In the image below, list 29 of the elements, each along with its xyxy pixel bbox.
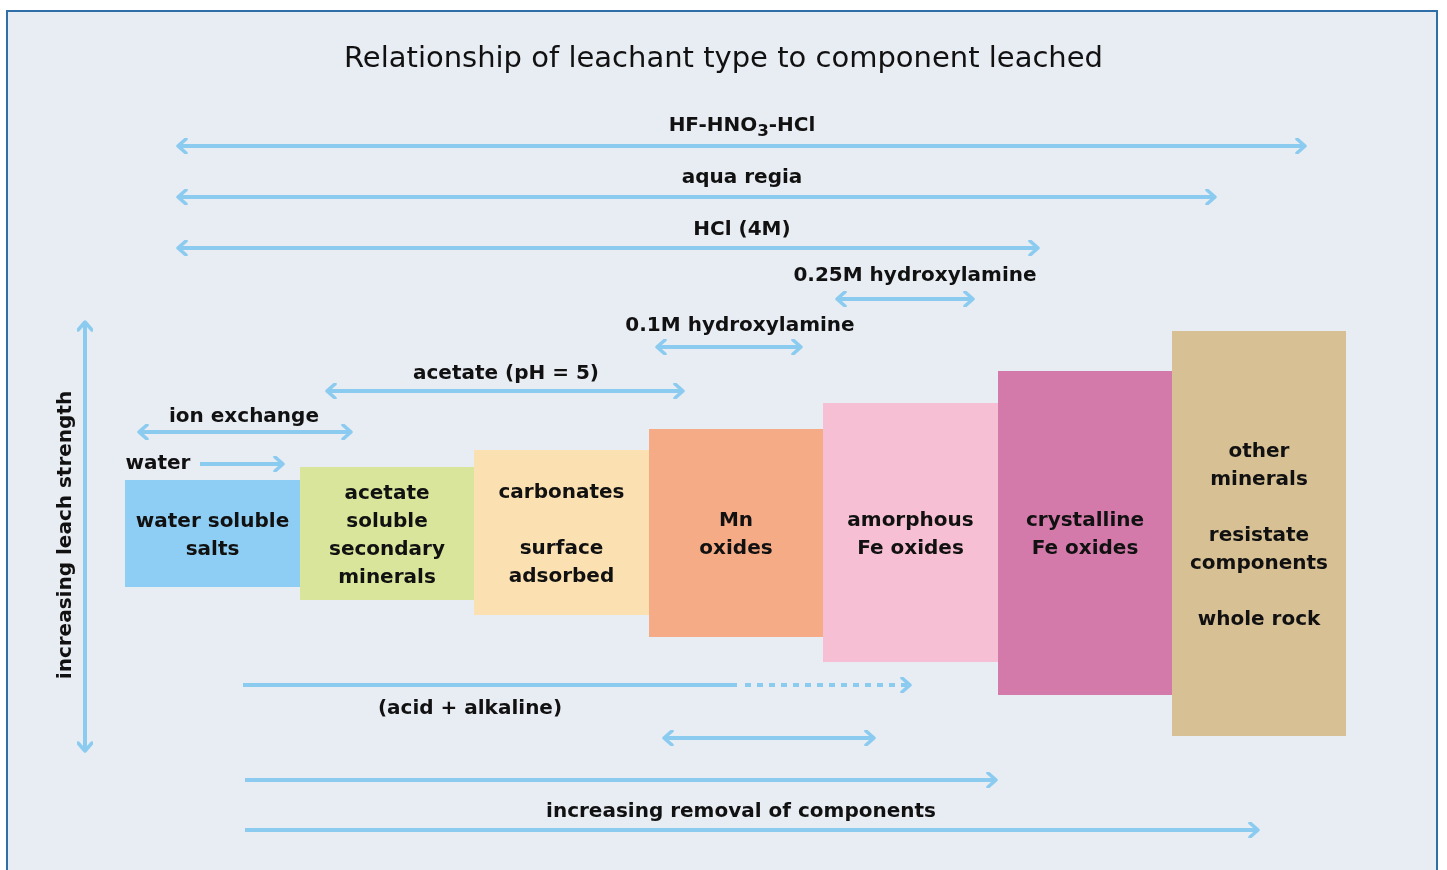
component-label: carbonates [498, 477, 625, 505]
arrow-label: 0.1M hydroxylamine [625, 312, 855, 336]
component-block [823, 403, 998, 662]
arrow-label: HCl (4M) [693, 216, 791, 240]
note-text: (acid + alkaline) [377, 695, 563, 719]
component-label: water soluble salts [134, 506, 291, 562]
arrow-label: HF-HNO$_{3}$-HCl [668, 112, 816, 142]
diagram-title: Relationship of leachant type to component leached [343, 40, 1104, 74]
component-label: whole rock [1197, 604, 1321, 632]
arrow-label: ion exchange [169, 403, 319, 427]
component-block [1172, 331, 1346, 736]
arrow-label: aqua regia [681, 164, 803, 188]
arrow-label: water [125, 450, 191, 474]
component-label: Mn oxides [698, 506, 774, 561]
component-label: crystalline Fe oxides [1024, 506, 1146, 561]
component-label: surface adsorbed [507, 533, 616, 589]
component-block [300, 467, 474, 600]
component-block [125, 480, 300, 587]
component-label: resistate components [1189, 520, 1329, 576]
axis-label: increasing leach strength [52, 390, 76, 680]
component-block [474, 450, 649, 615]
arrow-label: 0.25M hydroxylamine [793, 262, 1037, 286]
arrow-label: acetate (pH = 5) [413, 360, 599, 384]
component-label: amorphous Fe oxides [846, 505, 975, 561]
component-block [998, 371, 1172, 695]
arrow-label: increasing removal of components [546, 798, 936, 822]
component-block [649, 429, 823, 637]
component-label: acetate soluble secondary minerals [328, 478, 446, 590]
component-label: other minerals [1209, 436, 1309, 492]
